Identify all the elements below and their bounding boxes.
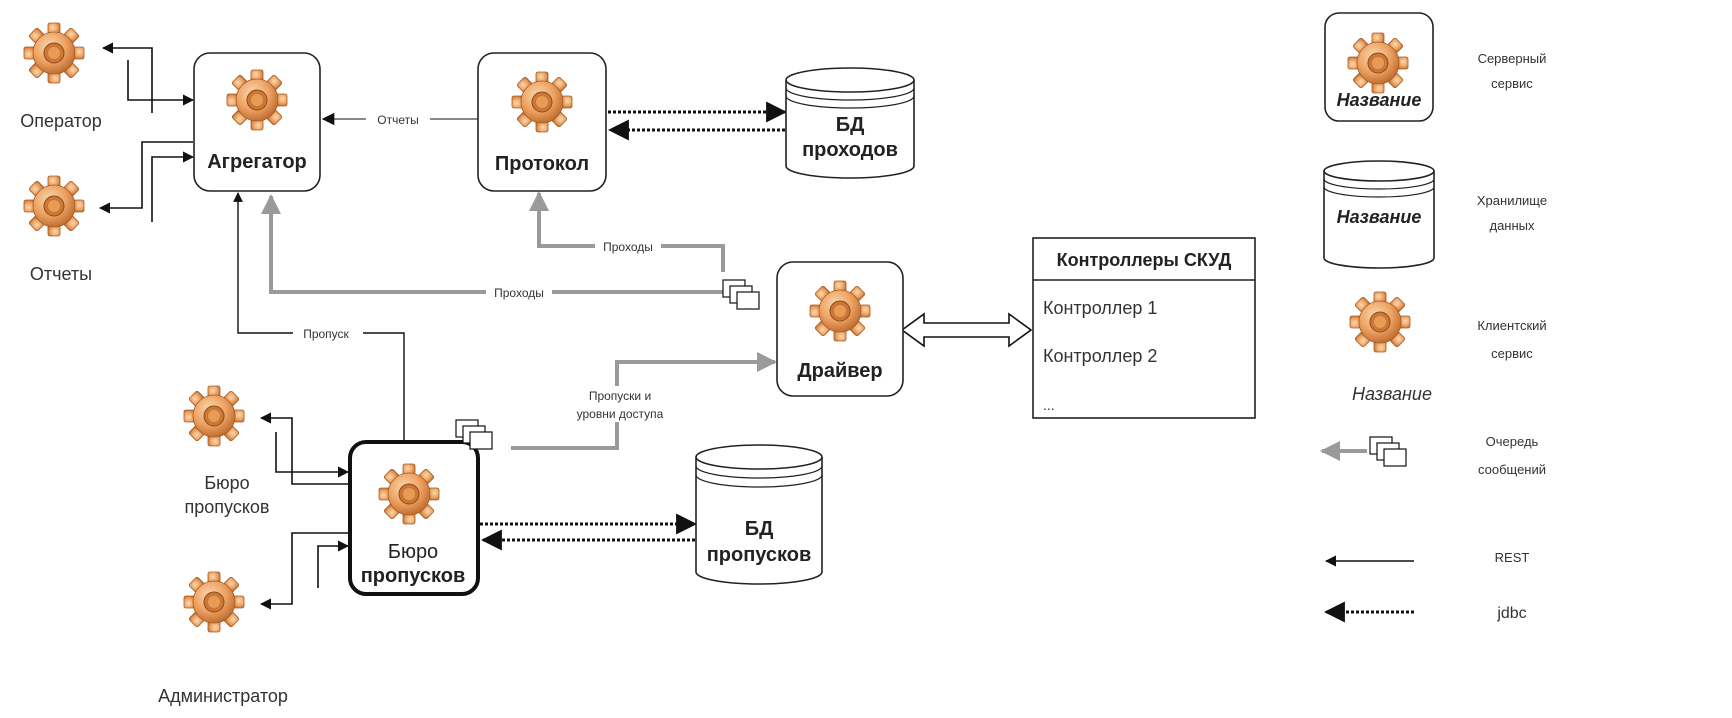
edge-label-bg bbox=[556, 386, 684, 422]
client-reports: Отчеты bbox=[23, 175, 92, 284]
connectors: Отчеты Проходы Проходы Пропуск Пропуски … bbox=[98, 42, 1033, 610]
legend-client-name: Название bbox=[1352, 384, 1432, 404]
edge-bureau-to-admin bbox=[259, 532, 350, 610]
legend-store-ring bbox=[1323, 186, 1435, 198]
db-passages-label-2: проходов bbox=[802, 139, 898, 161]
legend-queue-line2: сообщений bbox=[1478, 462, 1546, 477]
client-operator: Оператор bbox=[20, 22, 102, 131]
cylinder-ring bbox=[695, 465, 823, 479]
gear-icon bbox=[378, 463, 440, 525]
node-aggregator: Агрегатор bbox=[193, 52, 321, 192]
edge-label-passes-access-2: уровни доступа bbox=[577, 407, 664, 421]
queue-icon bbox=[722, 279, 760, 310]
controllers-frame bbox=[1032, 237, 1256, 419]
edge-label-passages-protocol: Проходы bbox=[603, 240, 653, 254]
gear-icon bbox=[809, 280, 871, 342]
store-db-passages: БД проходов bbox=[785, 67, 915, 179]
gear-icon bbox=[183, 385, 245, 447]
db-passes-label-1: БД bbox=[745, 518, 774, 540]
store-db-passes: БД пропусков bbox=[695, 444, 823, 585]
legend-rest-label: REST bbox=[1495, 550, 1530, 565]
gear-icon bbox=[23, 22, 85, 84]
controllers-box: Контроллеры СКУД Контроллер 1 Контроллер… bbox=[1032, 237, 1256, 419]
aggregator-label: Агрегатор bbox=[207, 151, 307, 173]
edge-label-bg bbox=[366, 111, 430, 127]
edge-aggregator-to-operator bbox=[101, 42, 153, 113]
edge-label-bg bbox=[486, 284, 552, 300]
legend: Название Серверный сервис Название Храни… bbox=[1320, 12, 1547, 623]
legend-jdbc-label: jdbc bbox=[1496, 605, 1526, 622]
admin-label: Администратор bbox=[158, 686, 288, 706]
legend-server-line1: Серверный bbox=[1478, 51, 1547, 66]
edge-driver-controllers bbox=[900, 312, 1033, 348]
legend-queue-line1: Очередь bbox=[1486, 434, 1539, 449]
gear-icon bbox=[1349, 291, 1411, 353]
edge-bureau-to-bureau-client bbox=[259, 412, 350, 485]
controller-item-2: Контроллер 2 bbox=[1043, 346, 1157, 366]
cylinder-body bbox=[695, 457, 823, 585]
client-bureau: Бюро пропусков bbox=[183, 385, 270, 517]
cylinder-ring bbox=[785, 87, 915, 101]
legend-client-line2: сервис bbox=[1491, 346, 1533, 361]
cylinder-top bbox=[785, 67, 915, 93]
cylinder-ring bbox=[785, 95, 915, 109]
edge-queue-driver-aggregator bbox=[261, 194, 723, 294]
edge-label-reports: Отчеты bbox=[377, 113, 418, 127]
db-passages-label-1: БД bbox=[836, 114, 865, 136]
legend-store-ring bbox=[1323, 178, 1435, 190]
protocol-label: Протокол bbox=[495, 153, 589, 175]
controller-item-3: ... bbox=[1043, 397, 1055, 413]
edge-admin-to-bureau bbox=[317, 540, 350, 588]
edge-reports-to-aggregator bbox=[151, 151, 195, 222]
cylinder-top bbox=[695, 444, 823, 470]
legend-server-line2: сервис bbox=[1491, 76, 1533, 91]
edge-label-passes-access-1: Пропуски и bbox=[589, 389, 651, 403]
legend-store-line1: Хранилище bbox=[1477, 193, 1547, 208]
bureau-label-1: Бюро bbox=[388, 541, 438, 563]
controllers-title: Контроллеры СКУД bbox=[1057, 250, 1232, 270]
legend-client-line1: Клиентский bbox=[1477, 318, 1546, 333]
driver-label: Драйвер bbox=[797, 360, 882, 382]
bureau-client-label-1: Бюро bbox=[204, 473, 249, 493]
node-driver: Драйвер bbox=[722, 261, 904, 397]
bureau-client-label-2: пропусков bbox=[185, 497, 270, 517]
gear-icon bbox=[1347, 32, 1409, 94]
gear-icon bbox=[23, 175, 85, 237]
gear-icon bbox=[511, 71, 573, 133]
edge-queue-driver-protocol bbox=[529, 191, 725, 272]
client-admin: Администратор bbox=[158, 571, 288, 706]
queue-icon bbox=[1369, 436, 1407, 467]
edge-bureau-client-to-bureau bbox=[275, 432, 350, 478]
bureau-label-2: пропусков bbox=[361, 565, 466, 587]
edge-label-pass: Пропуск bbox=[303, 327, 349, 341]
cylinder-ring bbox=[695, 474, 823, 488]
cylinder-body bbox=[785, 80, 915, 179]
node-bureau: Бюро пропусков bbox=[348, 419, 493, 596]
gear-icon bbox=[226, 69, 288, 131]
operator-label: Оператор bbox=[20, 111, 101, 131]
reports-label: Отчеты bbox=[30, 264, 92, 284]
node-protocol: Протокол bbox=[477, 52, 607, 192]
controller-item-1: Контроллер 1 bbox=[1043, 298, 1157, 318]
legend-store-top bbox=[1323, 160, 1435, 182]
legend-server-name: Название bbox=[1337, 90, 1422, 110]
edge-pass-bureau-aggregator bbox=[233, 192, 405, 442]
legend-store-line2: данных bbox=[1489, 218, 1535, 233]
edge-operator-to-aggregator bbox=[127, 60, 195, 106]
edge-label-passages-aggregator: Проходы bbox=[494, 286, 544, 300]
db-passes-label-2: пропусков bbox=[707, 544, 812, 566]
edge-label-bg bbox=[595, 238, 661, 254]
gear-icon bbox=[183, 571, 245, 633]
edge-label-bg bbox=[293, 325, 363, 341]
legend-store-name: Название bbox=[1337, 207, 1422, 227]
edge-aggregator-to-reports bbox=[98, 141, 193, 214]
